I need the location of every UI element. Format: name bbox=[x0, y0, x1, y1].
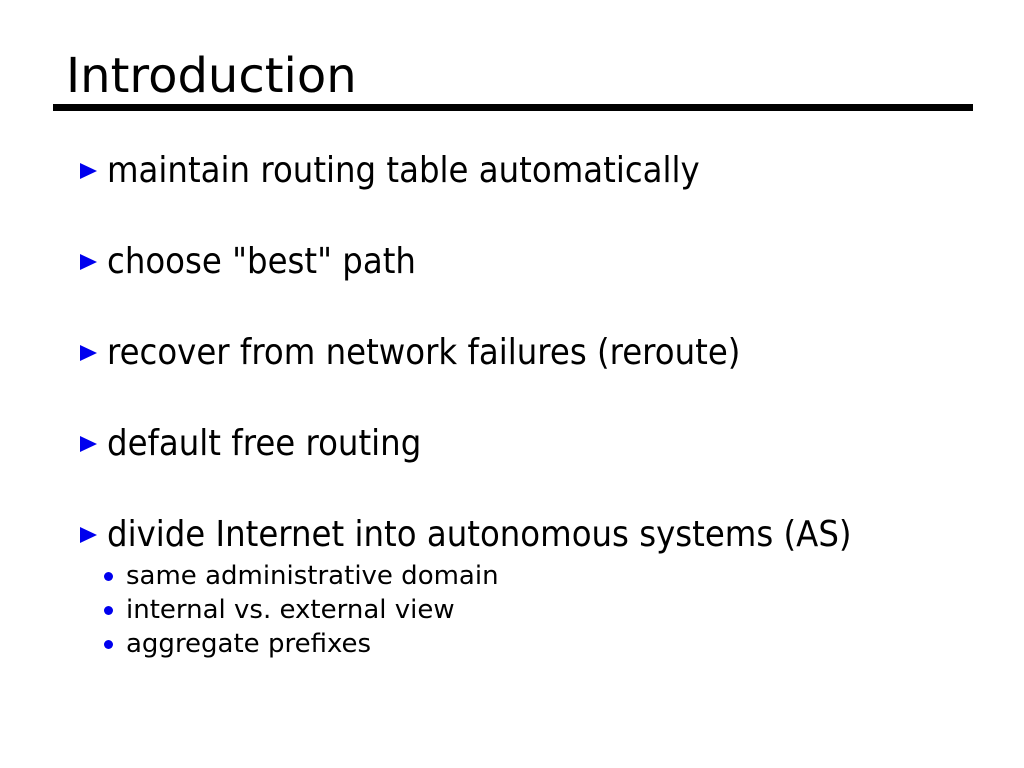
sub-bullet-item: same administrative domain bbox=[104, 559, 934, 593]
triangle-bullet-icon bbox=[80, 527, 97, 543]
dot-bullet-icon bbox=[104, 571, 113, 581]
bullet-text: divide Internet into autonomous systems … bbox=[107, 514, 852, 555]
dot-bullet-icon bbox=[104, 639, 113, 649]
bullet-row: maintain routing table automatically bbox=[80, 149, 934, 193]
bullet-text: default free routing bbox=[107, 423, 422, 464]
bullet-text: maintain routing table automatically bbox=[107, 150, 700, 191]
sub-bullet-row: aggregate prefixes bbox=[104, 627, 934, 661]
sub-bullet-item: aggregate prefixes bbox=[104, 627, 934, 661]
dot-bullet-icon bbox=[104, 605, 113, 615]
sub-bullet-text: internal vs. external view bbox=[126, 595, 455, 625]
sub-bullet-text: aggregate prefixes bbox=[126, 629, 372, 659]
bullet-item: maintain routing table automatically bbox=[80, 149, 934, 193]
title-underline-rule bbox=[53, 104, 973, 111]
triangle-bullet-icon bbox=[80, 345, 97, 361]
sub-bullet-text: same administrative domain bbox=[126, 561, 499, 591]
bullet-row: recover from network failures (reroute) bbox=[80, 331, 934, 375]
triangle-bullet-icon bbox=[80, 436, 97, 452]
bullet-row: divide Internet into autonomous systems … bbox=[80, 513, 934, 557]
bullet-item: default free routing bbox=[80, 422, 934, 466]
bullet-item: recover from network failures (reroute) bbox=[80, 331, 934, 375]
bullet-item: divide Internet into autonomous systems … bbox=[80, 513, 934, 661]
bullet-item: choose "best" path bbox=[80, 240, 934, 284]
triangle-bullet-icon bbox=[80, 254, 97, 270]
sub-bullet-item: internal vs. external view bbox=[104, 593, 934, 627]
bullet-row: default free routing bbox=[80, 422, 934, 466]
bullet-text: recover from network failures (reroute) bbox=[107, 332, 741, 373]
sub-bullet-row: internal vs. external view bbox=[104, 593, 934, 627]
triangle-bullet-icon bbox=[80, 163, 97, 179]
bullet-list: maintain routing table automatically cho… bbox=[80, 149, 934, 661]
slide-title: Introduction bbox=[66, 48, 357, 104]
sub-bullet-row: same administrative domain bbox=[104, 559, 934, 593]
bullet-row: choose "best" path bbox=[80, 240, 934, 284]
bullet-text: choose "best" path bbox=[107, 241, 416, 282]
sub-bullet-list: same administrative domain internal vs. … bbox=[104, 559, 934, 661]
